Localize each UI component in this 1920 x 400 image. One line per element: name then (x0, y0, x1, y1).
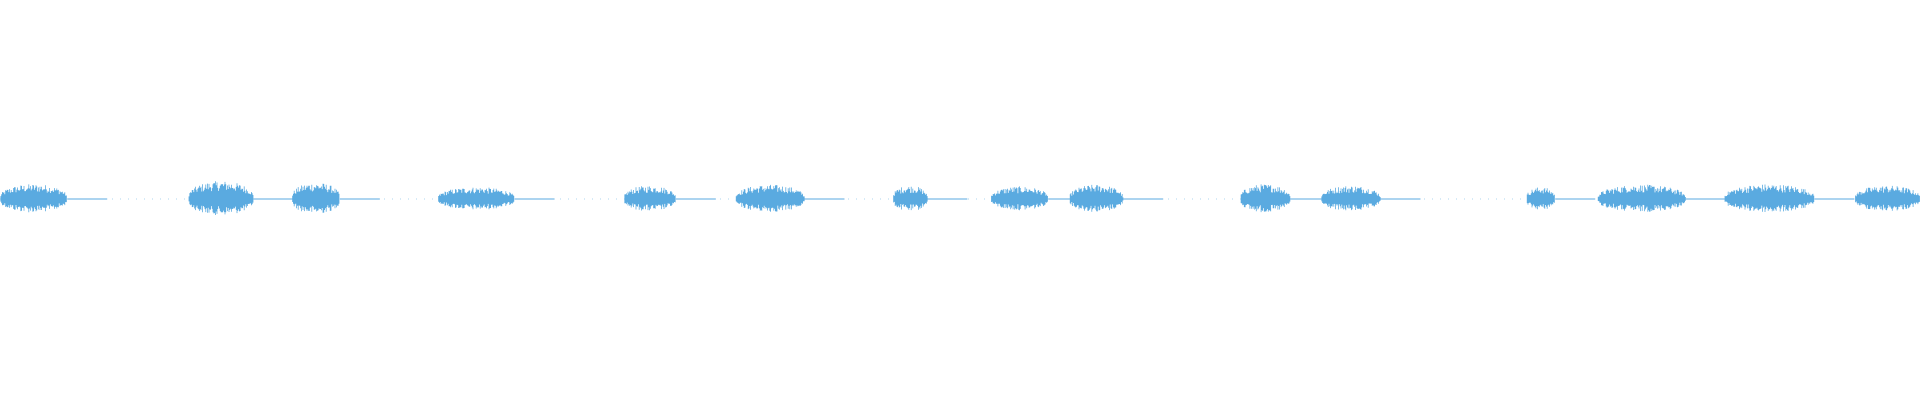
waveform-segment (1240, 184, 1291, 213)
waveform-segment (893, 186, 928, 211)
waveform-segment (624, 186, 676, 211)
waveform-segment (1855, 185, 1920, 211)
waveform-segment (735, 184, 805, 212)
waveform-segment (991, 186, 1048, 211)
waveform-segment (1597, 184, 1686, 212)
waveform-segment (292, 183, 340, 213)
waveform-segment (1321, 186, 1381, 211)
waveform-segment (1069, 184, 1124, 212)
waveform-segment (1526, 187, 1555, 210)
waveform-path-group (0, 181, 1920, 215)
waveform-segment (438, 187, 515, 210)
waveform-segment (188, 181, 254, 215)
waveform-segment (1724, 184, 1815, 212)
waveform-segment (0, 184, 67, 213)
